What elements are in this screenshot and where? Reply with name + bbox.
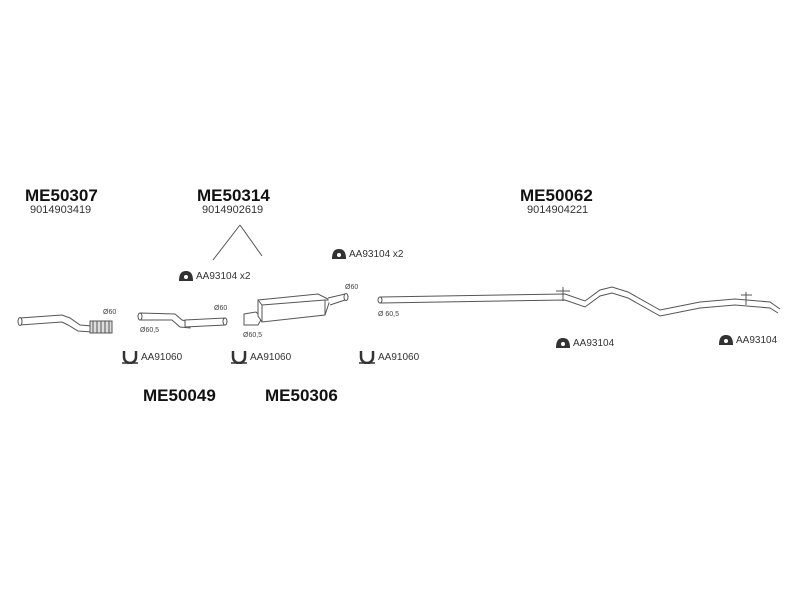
part-code-g2: ME50314 [197, 186, 270, 205]
hanger-c[interactable]: AA93104 [555, 337, 614, 349]
part-code-g1: ME50307 [25, 186, 98, 205]
tail-pipe[interactable] [377, 286, 781, 317]
rubber-hanger-icon [556, 338, 570, 348]
dimension-label-d3: Ø60,5 [140, 327, 160, 334]
hanger-a-label: AA93104 x2 [196, 270, 251, 282]
center-silencer[interactable] [243, 293, 349, 326]
u-clamp-icon [231, 351, 247, 364]
front-pipe[interactable] [17, 314, 113, 334]
oem-number-g3: 9014904221 [527, 204, 589, 216]
dimension-label-d1: Ø60 [103, 309, 117, 316]
clamp-b-label: AA91060 [250, 351, 292, 363]
part-code-g3: ME50062 [520, 186, 593, 205]
clamp-a[interactable]: AA91060 [121, 350, 182, 364]
dimension-label-d2: Ø60 [214, 305, 228, 312]
hanger-b[interactable]: AA93104 x2 [331, 248, 404, 260]
hanger-a[interactable]: AA93104 x2 [178, 270, 251, 282]
dimension-label-d6: Ø 60,5 [378, 311, 400, 318]
part-code-g4: ME50049 [143, 386, 216, 405]
dimension-label-d4: Ø60,5 [243, 332, 263, 339]
rubber-hanger-icon [719, 335, 733, 345]
rubber-hanger-icon [179, 271, 193, 281]
u-clamp-icon [122, 351, 138, 364]
hanger-b-label: AA93104 x2 [349, 248, 404, 260]
intermediate-pipe[interactable] [137, 312, 228, 329]
hanger-d[interactable]: AA93104 [718, 334, 777, 346]
hanger-d-label: AA93104 [736, 334, 778, 346]
clamp-c-label: AA91060 [378, 351, 420, 363]
part-code-g5: ME50306 [265, 386, 338, 405]
dimension-label-d5: Ø60 [345, 284, 359, 291]
u-clamp-icon [359, 351, 375, 364]
rubber-hanger-icon [332, 249, 346, 259]
callout-lines [212, 224, 263, 261]
clamp-b[interactable]: AA91060 [230, 350, 291, 364]
oem-number-g2: 9014902619 [202, 204, 264, 216]
clamp-a-label: AA91060 [141, 351, 183, 363]
hanger-c-label: AA93104 [573, 337, 615, 349]
oem-number-g1: 9014903419 [30, 204, 92, 216]
clamp-c[interactable]: AA91060 [358, 350, 419, 364]
